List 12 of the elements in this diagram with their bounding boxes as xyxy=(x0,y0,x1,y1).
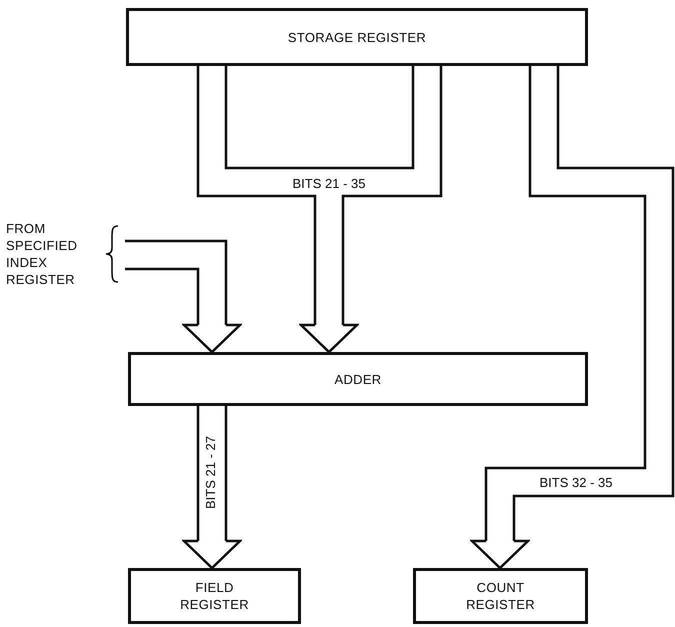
node-label: COUNT REGISTER xyxy=(465,579,536,613)
node-label: FROM SPECIFIED INDEX REGISTER xyxy=(6,220,78,288)
register-box xyxy=(128,352,588,406)
edge-label: BITS 21 - 27 xyxy=(202,436,218,508)
node-label: STORAGE REGISTER xyxy=(288,28,426,46)
edge-label: BITS 32 - 35 xyxy=(538,474,614,490)
node-label: FIELD REGISTER xyxy=(179,579,250,613)
node-label: ADDER xyxy=(334,370,382,388)
register-box xyxy=(128,568,301,624)
edge-label: BITS 21 - 35 xyxy=(290,176,368,190)
register-box xyxy=(126,8,588,66)
register-box xyxy=(413,568,588,624)
